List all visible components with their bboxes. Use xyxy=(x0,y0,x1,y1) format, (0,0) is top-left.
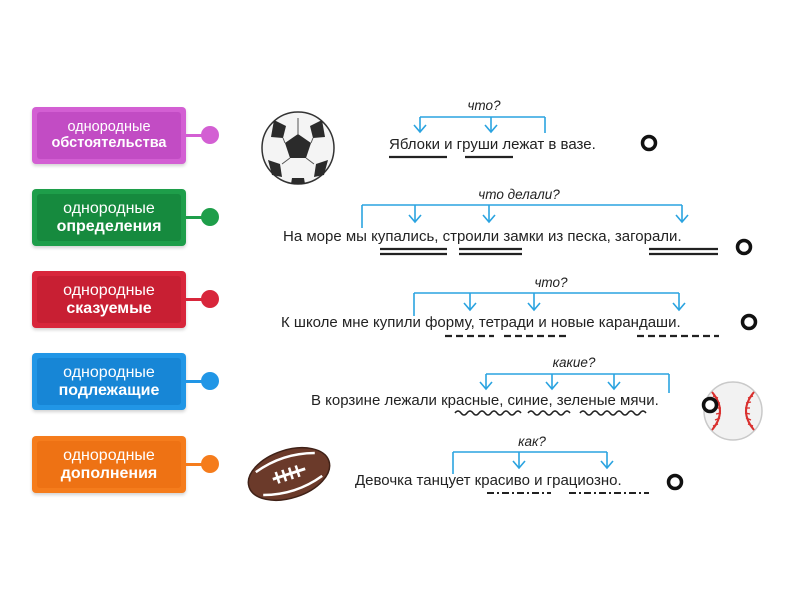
label-inner: однородные обстоятельства xyxy=(37,112,181,159)
label-inner: однородные дополнения xyxy=(37,441,181,488)
label-line2: обстоятельства xyxy=(51,134,167,151)
sentence-text: На море мы купались, строили замки из пе… xyxy=(283,228,682,245)
question-text: что делали? xyxy=(478,187,560,202)
connector-line xyxy=(186,298,206,301)
label-line2: подлежащие xyxy=(58,381,160,399)
row-1: что? Яблоки и груши лежат в вазе. xyxy=(389,98,658,159)
connector-line xyxy=(186,134,206,137)
predicate-underline xyxy=(380,247,718,256)
attribute-underline xyxy=(454,410,647,416)
label-line1: однородные xyxy=(63,281,155,299)
soccer-ball-icon xyxy=(261,111,335,185)
sentence-text: В корзине лежали красные, синие, зеленые… xyxy=(311,392,659,409)
label-skazuemye[interactable]: однородные сказуемые xyxy=(32,271,186,328)
bracket xyxy=(413,116,546,134)
connector-dot[interactable] xyxy=(201,455,219,473)
connector-dot[interactable] xyxy=(201,372,219,390)
sentence-text: Яблоки и груши лежат в вазе. xyxy=(389,136,596,153)
question-text: как? xyxy=(518,434,546,449)
label-inner: однородные сказуемые xyxy=(37,276,181,323)
row-4: какие? В корзине лежали красные, синие, … xyxy=(311,355,719,416)
connector-dot[interactable] xyxy=(201,208,219,226)
connector-line xyxy=(186,463,206,466)
baseball-icon xyxy=(703,381,763,441)
label-inner: однородные подлежащие xyxy=(37,358,181,405)
connector-dot[interactable] xyxy=(201,126,219,144)
question-text: что? xyxy=(467,98,501,113)
question-text: что? xyxy=(534,275,568,290)
answer-ring[interactable] xyxy=(701,396,719,414)
bracket xyxy=(479,373,670,393)
sentence-text: К школе мне купили форму, тетради и новы… xyxy=(281,314,681,331)
answer-ring[interactable] xyxy=(666,473,684,491)
bracket xyxy=(452,451,614,474)
row-2: что делали? На море мы купались, строили… xyxy=(283,187,753,256)
answer-ring[interactable] xyxy=(735,238,753,256)
label-line2: определения xyxy=(56,217,162,235)
answer-ring[interactable] xyxy=(740,313,758,331)
label-line1: однородные xyxy=(63,446,155,464)
american-football-icon xyxy=(247,446,331,502)
connector-line xyxy=(186,380,206,383)
sentence-text: Девочка танцует красиво и грациозно. xyxy=(355,472,622,489)
row-5: как? Девочка танцует красиво и грациозно… xyxy=(355,434,684,494)
label-line1: однородные xyxy=(63,363,155,381)
question-text: какие? xyxy=(553,355,596,370)
label-line1: однородные xyxy=(63,199,155,217)
connector-dot[interactable] xyxy=(201,290,219,308)
answer-ring[interactable] xyxy=(640,134,658,152)
bracket xyxy=(413,292,686,316)
label-line2: дополнения xyxy=(60,464,158,482)
label-dopolneniya[interactable]: однородные дополнения xyxy=(32,436,186,493)
bracket xyxy=(361,204,689,228)
row-3: что? К школе мне купили форму, тетради и… xyxy=(281,275,758,338)
label-obstoyatelstva[interactable]: однородные обстоятельства xyxy=(32,107,186,164)
label-podlezhashchie[interactable]: однородные подлежащие xyxy=(32,353,186,410)
label-line1: однородные xyxy=(67,118,151,135)
label-opredeleniya[interactable]: однородные определения xyxy=(32,189,186,246)
label-inner: однородные определения xyxy=(37,194,181,241)
connector-line xyxy=(186,216,206,219)
label-line2: сказуемые xyxy=(66,299,152,317)
